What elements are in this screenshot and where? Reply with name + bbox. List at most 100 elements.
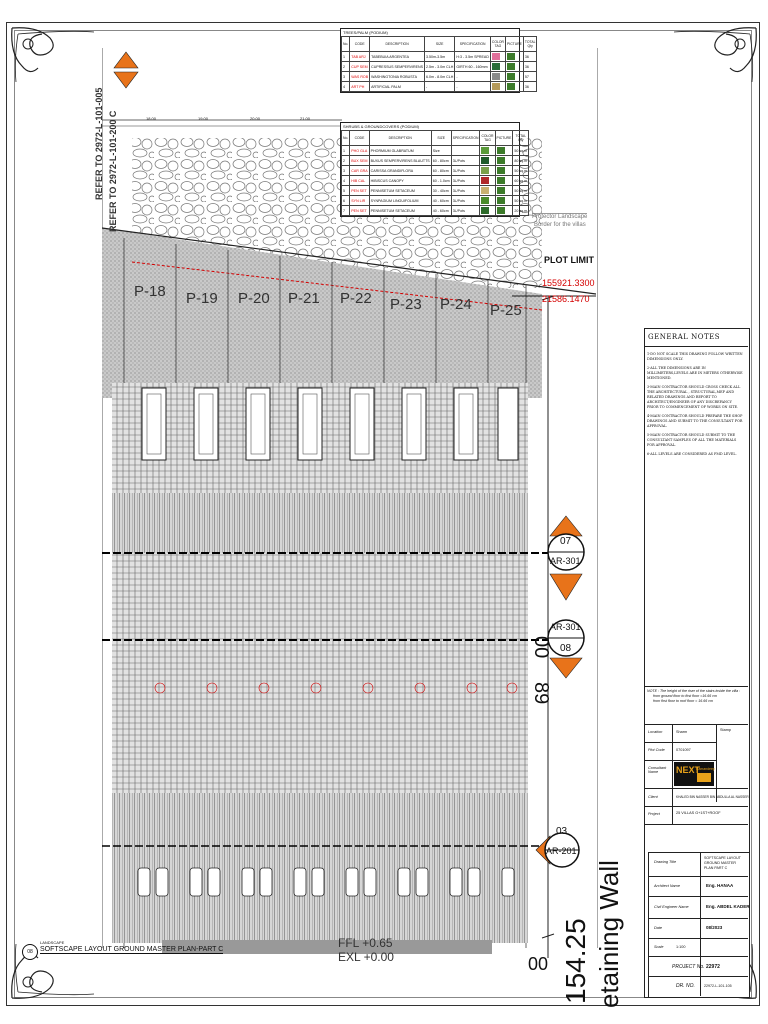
plot-limit-label: PLOT LIMIT	[544, 255, 594, 265]
cell: 6.0m - 8.0m CLH	[423, 71, 456, 82]
logo-block	[697, 773, 711, 782]
cell: PENNISETUM SETACEUM	[368, 205, 432, 216]
general-note-4: 4-MAIN CONTRACTOR SHOULD PREPARE THE SHO…	[647, 414, 743, 428]
trees-col-color: COLOR TAG	[489, 36, 506, 52]
cell: 2	[340, 61, 351, 72]
divider	[644, 788, 748, 789]
table-row: 4 HIB CAL HIBISCUS CANOPY 60 - 1.0cm 3L/…	[340, 175, 530, 186]
caption-small: LANDSCAPE	[40, 940, 65, 945]
table-row: 4 ART PH ARTIFICIAL PALM - - 36	[340, 81, 538, 92]
drawing-info-block	[648, 852, 750, 998]
general-note-3: 3-MAIN CONTRACTOR SHOULD CROSS CHECK ALL…	[647, 385, 741, 409]
trees-col-desc: DESCRIPTION	[369, 36, 425, 52]
project-value: 25 VILLAS G+1ST+ROOF	[676, 811, 721, 815]
location-label: Location	[648, 730, 663, 734]
dimension-text-00: 00	[530, 636, 552, 659]
cell: -	[454, 81, 491, 92]
scale-value: 1:100	[676, 945, 686, 949]
trees-col-no: No.	[340, 36, 351, 52]
cell-code: HIB CAL	[349, 175, 370, 186]
cell: 50 sq.m	[512, 165, 530, 176]
drawing-viewport	[102, 48, 598, 948]
trees-col-size: SIZE	[423, 36, 456, 52]
cell: Size	[430, 145, 452, 156]
color-tag	[479, 205, 496, 216]
grid-label-3: 20.00	[250, 116, 261, 121]
plot-code-value: 0701097	[676, 748, 691, 752]
stamp-divider	[716, 724, 717, 802]
shrubs-table-title: SHRUBS & GROUNDCOVERS (PODIUM)	[343, 124, 420, 129]
divider	[648, 918, 748, 919]
cell: 36	[522, 61, 538, 72]
cell: 1	[340, 51, 351, 62]
color-tag	[489, 61, 506, 72]
cell-code: CAR GRA	[349, 165, 370, 176]
cell-code: CUP SEM	[349, 61, 371, 72]
sheet-border	[6, 22, 760, 1006]
shrubs-col-desc: DESCRIPTION	[368, 130, 432, 146]
plant-picture	[494, 145, 514, 156]
dr-no-value: 22972-L-101-105	[704, 984, 732, 988]
cell: TABEBUIA ARGENTEA	[369, 51, 425, 62]
color-tag	[479, 185, 496, 196]
project-no-label: PROJECT No.	[672, 964, 705, 970]
general-notes-title: GENERAL NOTES	[648, 333, 721, 341]
cell: 40 - 60cm	[430, 195, 452, 206]
cell: CARISSA GRANDIFLORA	[368, 165, 432, 176]
shrubs-col-size: SIZE	[430, 130, 452, 146]
divider	[644, 686, 748, 687]
table-row: 3 CAR GRA CARISSA GRANDIFLORA 60 - 80cm …	[340, 165, 530, 176]
divider	[648, 976, 748, 977]
cell: 3L/Pots	[450, 195, 481, 206]
cell: 60 - 80cm	[430, 155, 452, 166]
consultant-logo-sub: Kamandeep	[696, 767, 715, 771]
plot-code-label: Plot Code	[648, 748, 665, 752]
cell: SYNPAGIUM LINGUIFOLIUM	[368, 195, 432, 206]
section-07-ref: AR-301	[550, 556, 581, 566]
drawing-caption: SOFTSCAPE LAYOUT GROUND MASTER PLAN-PART…	[40, 946, 224, 954]
cell: WASHINGTONIA ROBUSTA	[369, 71, 425, 82]
table-row: 5 PEN SET PENNISETUM SETACEUM 30 - 40cm …	[340, 185, 530, 196]
table-row: 2 CUP SEM CUPRESSUS SEMPERVIRENS 2.5m - …	[340, 61, 538, 72]
cell-code: PHO GLA	[349, 145, 370, 156]
consultant-label: Consultant Name	[648, 766, 667, 774]
civil-engineer-value: Eng. ABDEL KADER	[706, 904, 750, 909]
color-tag	[479, 165, 496, 176]
cell: 60 - 1.0cm	[430, 175, 452, 186]
drawing-title-value: SOFTSCAPE LAYOUT GROUND MASTER PLAN PART…	[704, 856, 741, 870]
cell: 3L/Pots	[450, 175, 481, 186]
dimension-text-89: 89	[530, 682, 552, 705]
color-tag	[479, 145, 496, 156]
cell-code: ART PH	[349, 81, 371, 92]
plant-picture	[504, 71, 524, 82]
plant-picture	[494, 185, 514, 196]
ornament-corner-top-left	[11, 27, 95, 83]
section-07-number: 07	[560, 536, 572, 547]
cell: 20 sq.m	[512, 205, 530, 216]
protector-note-line1: Protector Landscape	[532, 213, 588, 220]
cell-code: PEN SET	[349, 185, 370, 196]
plot-label-p19: P-19	[186, 290, 218, 307]
shrubs-table: SHRUBS & GROUNDCOVERS (PODIUM) No. CODE …	[340, 122, 530, 217]
cell: 50 sq.m	[512, 145, 530, 156]
architect-value: Eng. HANAA	[706, 883, 734, 888]
cell: 36	[522, 81, 538, 92]
general-note-5: 5-MAIN CONTRACTOR SHOULD SUBMIT TO THE C…	[647, 433, 737, 447]
section-03-ref: AR-201	[546, 846, 577, 856]
grid-label-1: 18.00	[146, 116, 157, 121]
cell: HIBISCUS CANOPY	[368, 175, 432, 186]
refer-note-bottom: REFER TO 2972-L-101-200 C	[108, 110, 118, 232]
north-arrow-icon	[113, 51, 139, 89]
drawing-title-label: Drawing Title	[654, 860, 677, 864]
cell: 50 sq.m	[512, 185, 530, 196]
shrubs-col-code: CODE	[349, 130, 370, 146]
cell: 3.50m-3.5m	[423, 51, 456, 62]
cell: PHORMIUM GLABRATUM	[368, 145, 432, 156]
general-note-1: 1-DO NOT SCALE THIS DRAWING FOLLOW WRITT…	[647, 352, 743, 361]
stairs-note-line3: from first floor to roof floor = 16.66 c…	[653, 699, 714, 703]
trees-table-title: TREES/PALM (PODIUM)	[343, 30, 388, 35]
plant-picture	[504, 81, 524, 92]
plot-label-p24: P-24	[440, 296, 472, 313]
notes-title-panel	[644, 328, 750, 998]
drawing-info-divider	[700, 852, 701, 996]
